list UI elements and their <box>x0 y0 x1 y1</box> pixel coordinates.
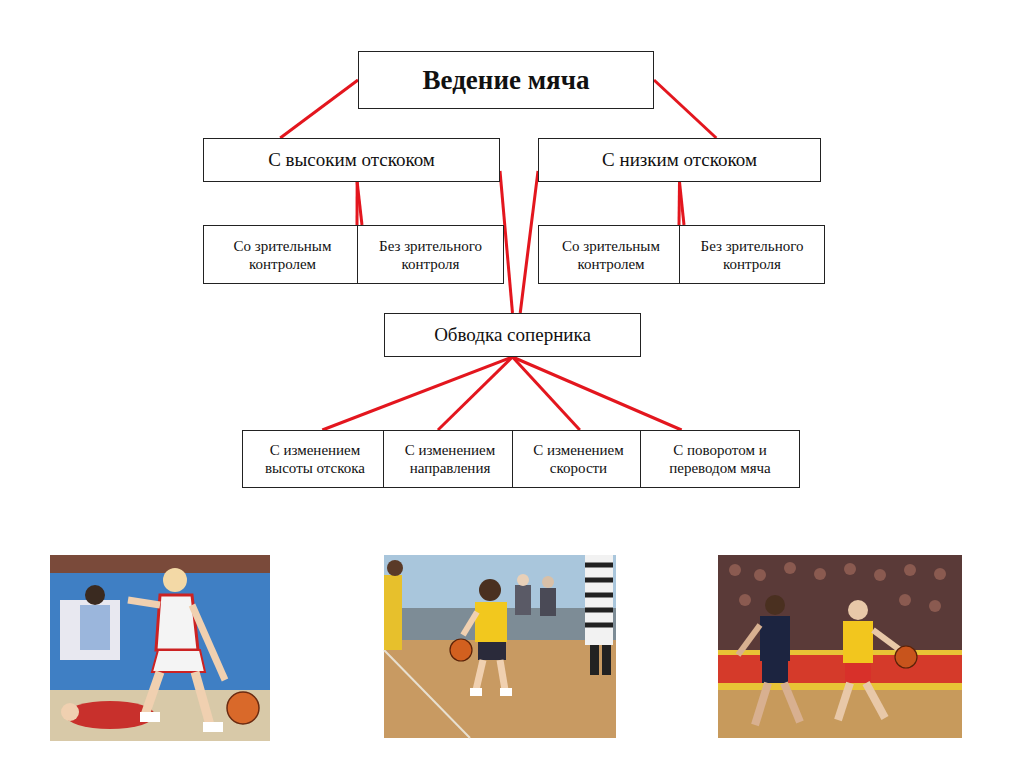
category-box: Без зрительного контроля <box>679 225 825 284</box>
connector-line <box>678 182 682 225</box>
category-box: С изменением высоты отскока <box>242 430 388 488</box>
photo-player-russia <box>50 555 270 741</box>
category-box: С низким отскоком <box>538 138 821 182</box>
box-label: С низким отскоком <box>596 147 763 174</box>
connector-line <box>513 357 682 430</box>
connector-line <box>654 80 716 138</box>
box-label: Без зрительного контроля <box>358 235 503 275</box>
box-label: Без зрительного контроля <box>680 235 824 275</box>
category-box: С поворотом и переводом мяча <box>640 430 800 488</box>
category-box: С высоким отскоком <box>203 138 500 182</box>
category-box: Обводка соперника <box>384 313 641 357</box>
connector-line <box>438 357 513 430</box>
connector-line <box>280 80 358 138</box>
connector-line <box>357 182 362 225</box>
category-box: Со зрительным контролем <box>538 225 684 284</box>
photo-boy-dribbling <box>384 555 616 738</box>
box-label: С изменением высоты отскока <box>243 439 387 479</box>
root-box: Ведение мяча <box>358 51 654 109</box>
box-label: Ведение мяча <box>417 62 596 98</box>
box-label: С поворотом и переводом мяча <box>641 439 799 479</box>
category-box: С изменением скорости <box>512 430 645 488</box>
box-label: С изменением направления <box>384 439 516 479</box>
box-label: Со зрительным контролем <box>204 235 361 275</box>
connector-line <box>322 357 512 430</box>
connector-line <box>356 182 359 225</box>
connector-line <box>520 171 538 313</box>
connector-line <box>680 182 685 225</box>
box-label: С высоким отскоком <box>262 147 441 174</box>
connector-line <box>513 357 580 430</box>
box-label: Обводка соперника <box>428 322 597 349</box>
category-box: Со зрительным контролем <box>203 225 362 284</box>
photo-two-players <box>718 555 962 738</box>
category-box: С изменением направления <box>383 430 517 488</box>
category-box: Без зрительного контроля <box>357 225 504 284</box>
box-label: С изменением скорости <box>513 439 644 479</box>
box-label: Со зрительным контролем <box>539 235 683 275</box>
